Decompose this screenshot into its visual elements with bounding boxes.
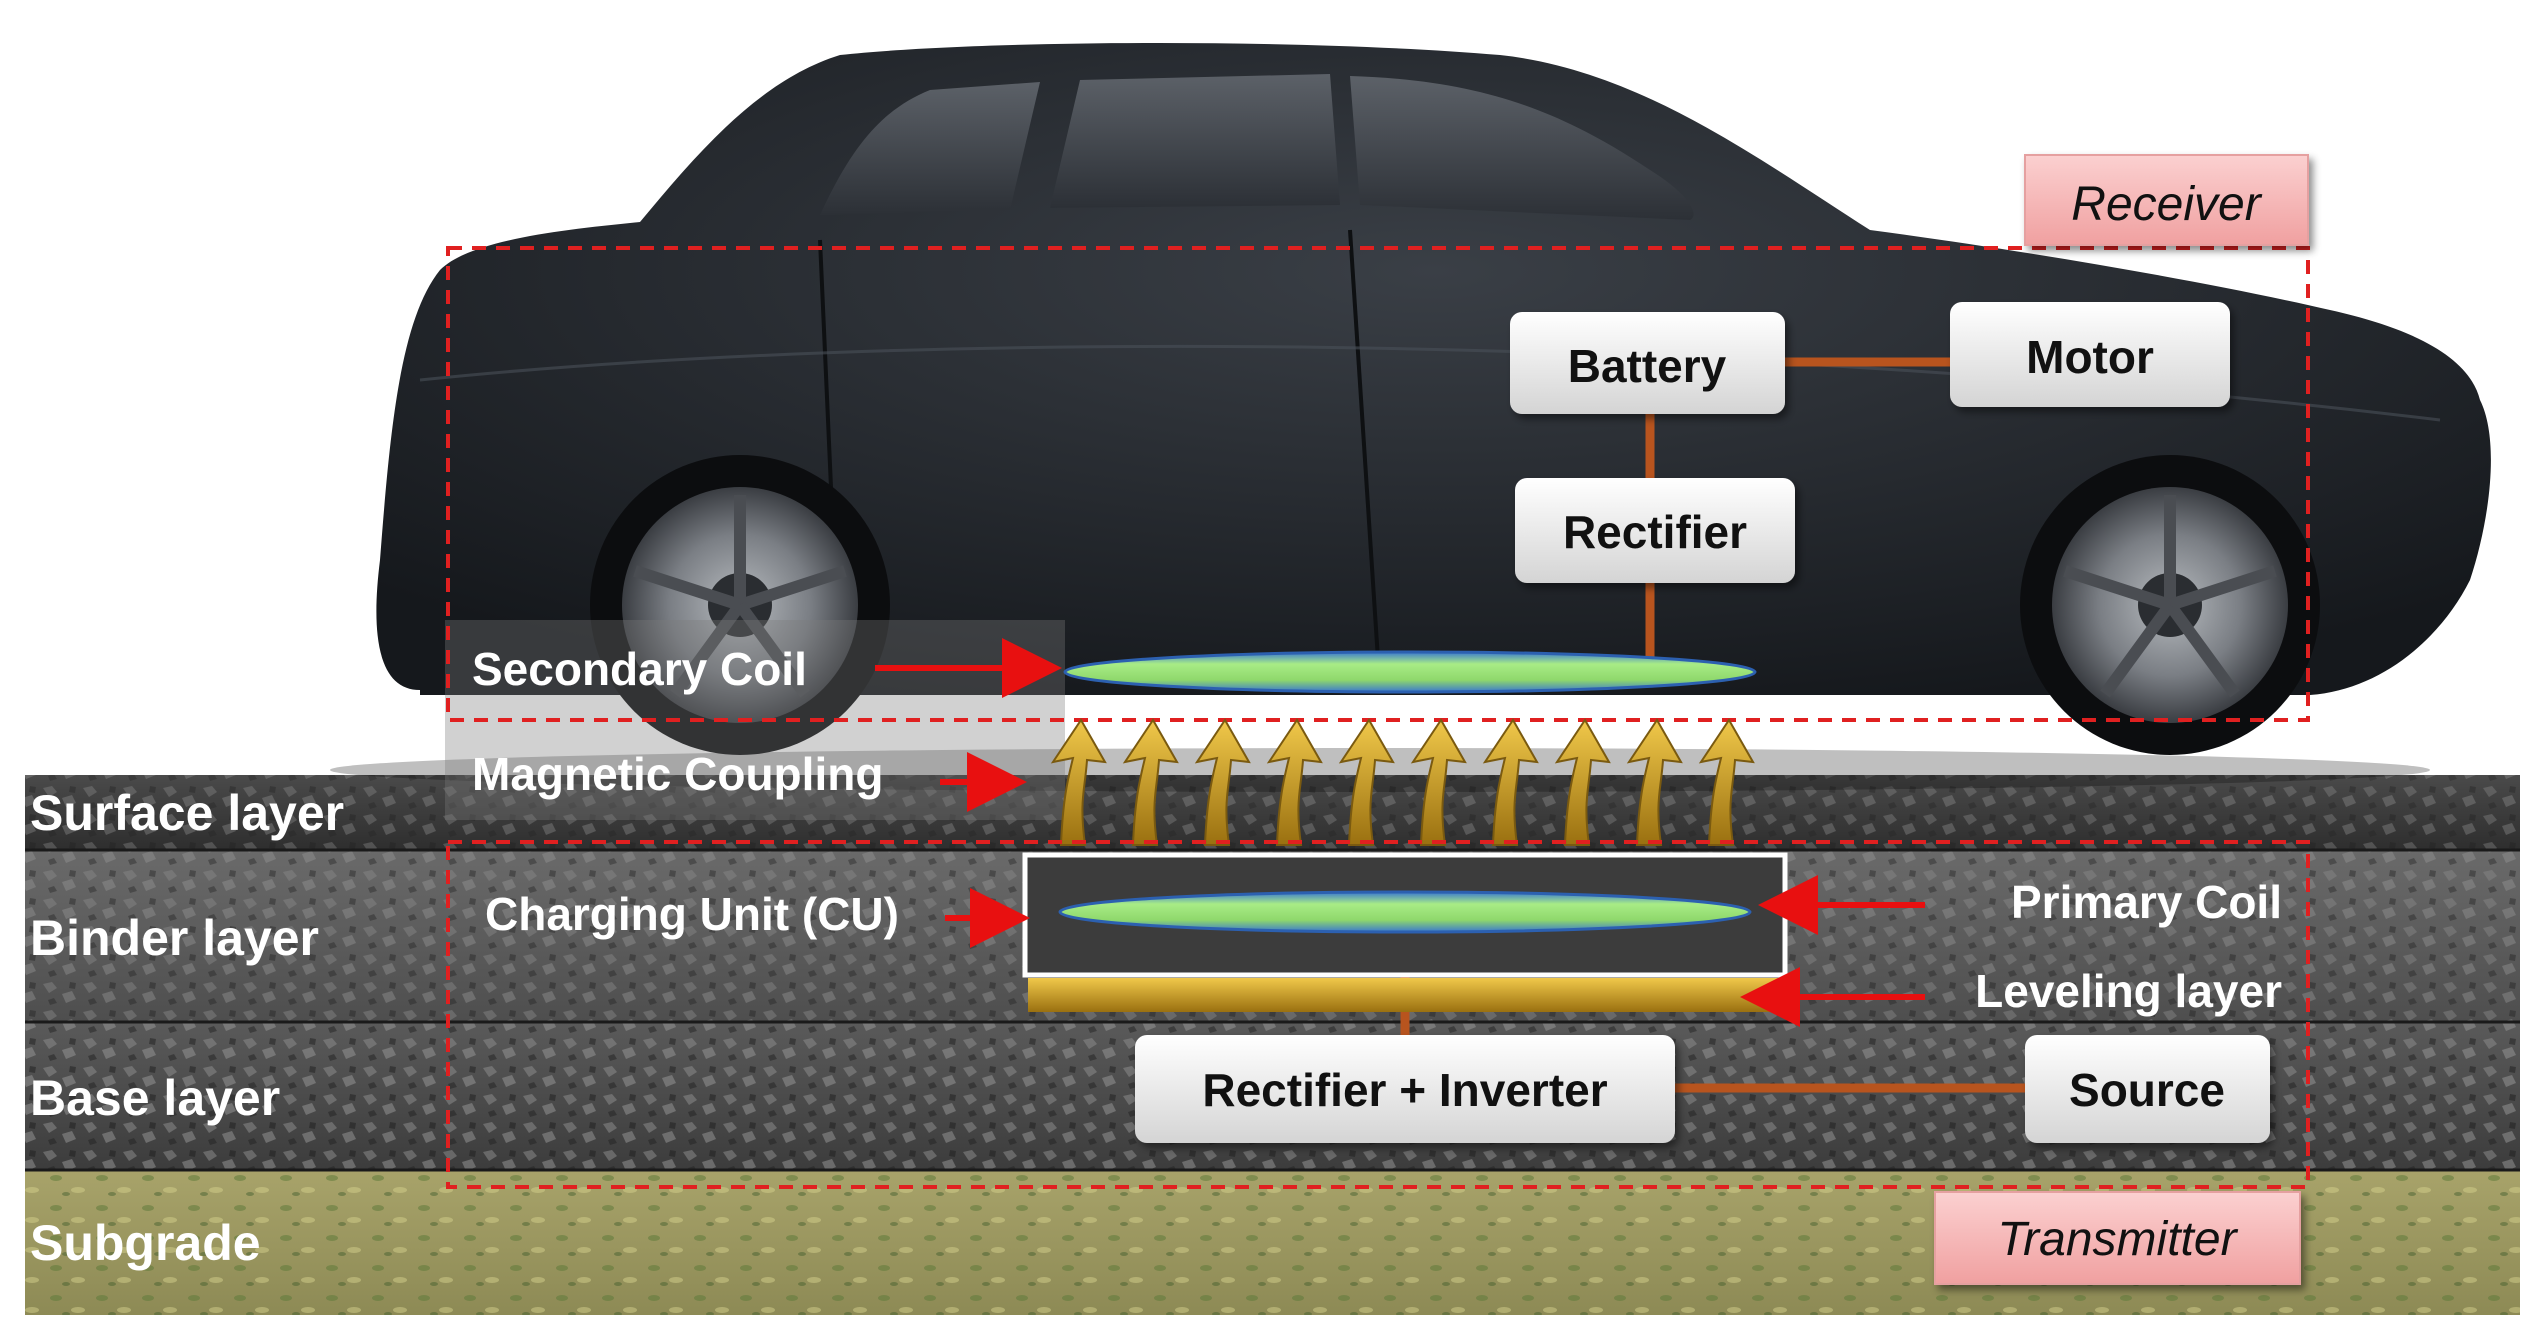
front-wheel [2020,455,2320,755]
coupling-arrow [1410,718,1467,846]
receiver-outline [446,246,2310,722]
base-layer-label: Base layer [30,1070,280,1126]
coupling-arrow [1338,718,1395,846]
coupling-arrow [1266,718,1323,846]
magnetic-coupling-label: Magnetic Coupling [472,748,883,800]
rear-wheel [590,455,890,755]
battery-box [1510,312,1785,414]
coupling-arrow [1122,718,1179,846]
car-window-middle [1050,74,1340,208]
coupling-arrow [1698,718,1755,846]
primary-coil [1058,890,1752,934]
rectifier-label: Rectifier [1563,506,1747,558]
motor-label: Motor [2026,331,2154,383]
transmitter-outline [446,840,2310,1189]
coupling-arrow [1194,718,1251,846]
receiver-tag-label: Receiver [2071,178,2262,231]
rectifier-inverter-label: Rectifier + Inverter [1202,1064,1607,1116]
source-box [2025,1035,2270,1143]
coupling-arrow [1050,718,1107,846]
binder-layer-label: Binder layer [30,910,319,966]
car-window-rear [820,82,1040,215]
charging-unit-label: Charging Unit (CU) [485,888,899,940]
battery-label: Battery [1568,340,1727,392]
coupling-arrow [1626,718,1683,846]
leveling-layer [1028,978,1782,1012]
car-window-front [1350,76,1694,220]
transmitter-tag-label: Transmitter [1997,1213,2238,1266]
coupling-arrow [1482,718,1539,846]
motor-box [1950,302,2230,407]
secondary-coil [1063,650,1757,694]
primary-coil-label: Primary Coil [2011,876,2282,928]
surface-layer-label: Surface layer [30,785,344,841]
secondary-coil-label: Secondary Coil [472,643,807,695]
charging-unit [1022,852,1788,978]
source-label: Source [2069,1064,2225,1116]
rectifier-inverter-box [1135,1035,1675,1143]
coupling-arrow [1554,718,1611,846]
receiver-tag [2024,154,2309,246]
leveling-layer-label: Leveling layer [1975,965,2282,1017]
subgrade-label: Subgrade [30,1215,261,1271]
electric-vehicle [330,42,2491,792]
transmitter-tag [1934,1191,2301,1285]
rectifier-box [1515,478,1795,583]
magnetic-coupling-arrows [1050,718,1755,846]
